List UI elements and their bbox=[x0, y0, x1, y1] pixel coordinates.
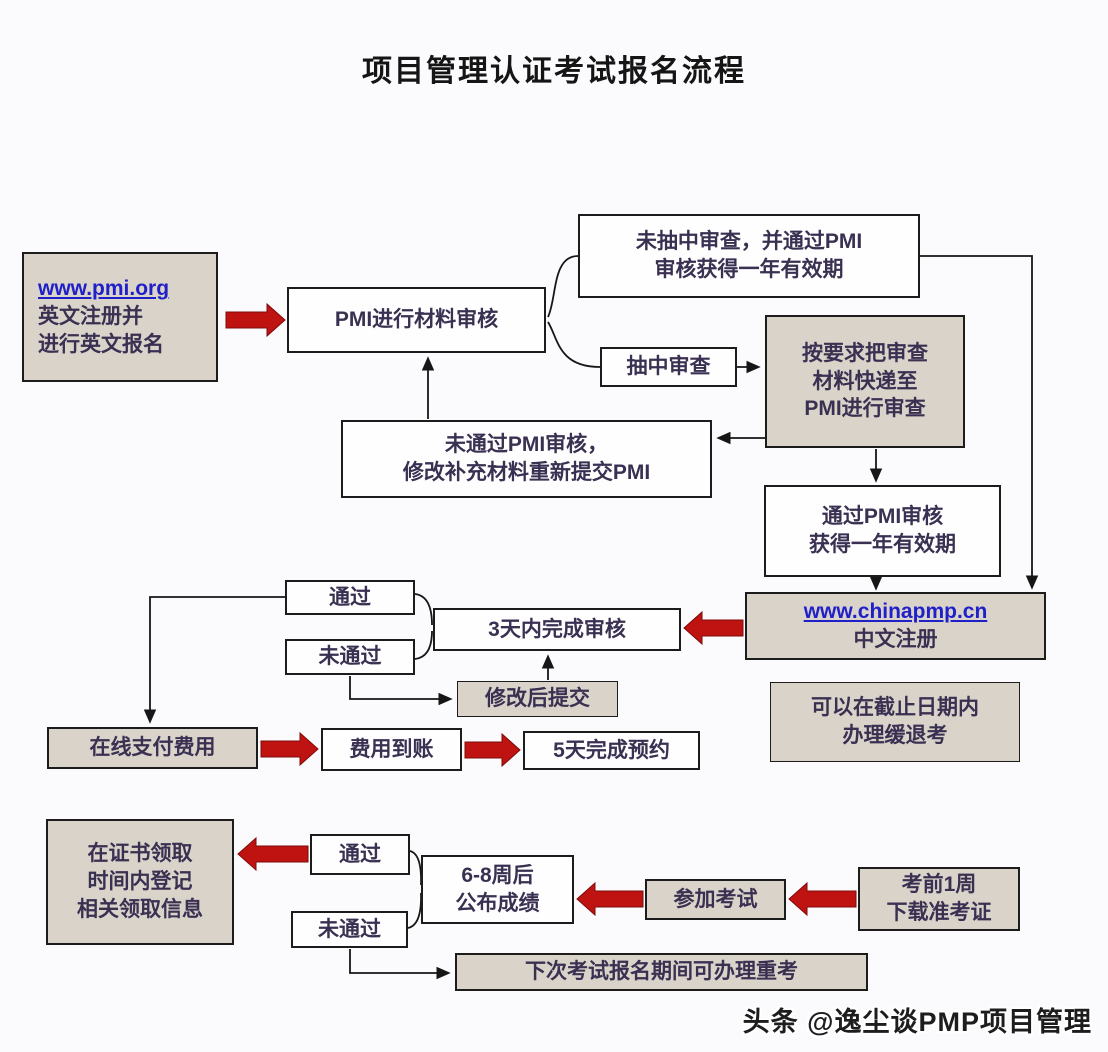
brace-mid-results bbox=[414, 630, 433, 660]
node-fail-pmi: 未通过PMI审核， 修改补充材料重新提交PMI bbox=[341, 420, 712, 498]
node-line: 时间内登记 bbox=[87, 870, 193, 894]
red-arrow-exam-score bbox=[576, 881, 644, 917]
node-line: 相关领取信息 bbox=[77, 897, 203, 921]
node-line: 下次考试报名期间可办理重考 bbox=[525, 960, 798, 984]
node-line: 进行英文报名 bbox=[38, 332, 164, 356]
brace-review-branches bbox=[547, 255, 579, 318]
node-pmi-org: www.pmi.org 英文注册并 进行英文报名 bbox=[22, 252, 218, 382]
node-chinapmp: www.chinapmp.cn 中文注册 bbox=[745, 592, 1046, 660]
node-five-days: 5天完成预约 bbox=[523, 731, 700, 770]
node-pmi-review: PMI进行材料审核 bbox=[287, 287, 546, 353]
node-cert: 在证书领取 时间内登记 相关领取信息 bbox=[46, 819, 234, 945]
node-line: 英文注册并 bbox=[38, 305, 143, 329]
node-pass-mid: 通过 bbox=[285, 580, 415, 615]
node-line: 抽中审查 bbox=[626, 355, 711, 379]
connector-failmid-resubmit bbox=[349, 676, 453, 706]
node-line: 办理缓退考 bbox=[842, 724, 948, 747]
brace-bottom-results bbox=[409, 850, 422, 886]
node-pay: 在线支付费用 bbox=[47, 727, 258, 769]
node-resubmit: 修改后提交 bbox=[457, 681, 618, 717]
page-title: 项目管理认证考试报名流程 bbox=[362, 55, 746, 88]
node-line: 获得一年有效期 bbox=[809, 533, 956, 556]
node-line: 5天完成预约 bbox=[553, 738, 670, 762]
node-line: PMI进行材料审核 bbox=[334, 308, 499, 332]
node-courier: 按要求把审查 材料快递至 PMI进行审查 bbox=[765, 315, 965, 448]
node-line: 考前1周 bbox=[901, 873, 977, 897]
node-defer: 可以在截止日期内 办理缓退考 bbox=[770, 682, 1020, 762]
node-line: 通过 bbox=[339, 842, 381, 866]
brace-mid-results bbox=[414, 593, 433, 626]
node-score: 6-8周后 公布成绩 bbox=[421, 855, 574, 924]
node-line: 通过 bbox=[329, 585, 371, 609]
node-three-days: 3天内完成审核 bbox=[433, 608, 681, 651]
node-fail-mid: 未通过 bbox=[285, 639, 415, 675]
watermark-text: 头条 @逸尘谈PMP项目管理 bbox=[742, 1007, 1092, 1037]
red-arrow-passbottom-cert bbox=[237, 836, 309, 872]
node-line: 未抽中审查，并通过PMI bbox=[635, 230, 863, 254]
node-line: 修改后提交 bbox=[485, 687, 590, 711]
node-line: 6-8周后 bbox=[461, 863, 534, 887]
node-line: 通过PMI审核 bbox=[821, 505, 944, 529]
red-arrow-pay-fee bbox=[260, 731, 319, 767]
node-line: 审核获得一年有效期 bbox=[654, 258, 844, 281]
node-selected: 抽中审查 bbox=[600, 347, 737, 387]
node-line: 下载准考证 bbox=[886, 901, 992, 924]
chinapmp-link: www.chinapmp.cn bbox=[803, 600, 988, 624]
node-line: 材料快递至 bbox=[812, 369, 918, 393]
red-arrow-pmiorg-review bbox=[225, 302, 286, 338]
node-line: 参加考试 bbox=[673, 887, 758, 911]
node-line: 可以在截止日期内 bbox=[811, 696, 979, 720]
node-retake: 下次考试报名期间可办理重考 bbox=[455, 953, 868, 991]
node-admit: 考前1周 下载准考证 bbox=[858, 867, 1020, 931]
node-line: 修改补充材料重新提交PMI bbox=[402, 461, 651, 484]
node-line: 在线支付费用 bbox=[89, 736, 216, 760]
pmi-org-link: www.pmi.org bbox=[38, 277, 170, 301]
connector-failbottom-retake bbox=[349, 949, 451, 980]
node-pass-pmi: 通过PMI审核 获得一年有效期 bbox=[764, 485, 1001, 577]
red-arrow-fee-fivedays bbox=[464, 732, 521, 768]
node-fail-bottom: 未通过 bbox=[291, 911, 408, 948]
connector-notselected-chinapmp bbox=[920, 255, 1039, 590]
node-line: PMI进行审查 bbox=[804, 397, 926, 421]
node-exam: 参加考试 bbox=[645, 879, 786, 920]
red-arrow-chinapmp-threedays bbox=[683, 610, 744, 646]
connector-passmid-pay bbox=[143, 596, 285, 724]
node-line: 按要求把审查 bbox=[802, 341, 928, 365]
red-arrow-admit-exam bbox=[788, 881, 857, 917]
node-line: 公布成绩 bbox=[455, 891, 540, 915]
brace-bottom-results bbox=[407, 892, 422, 929]
node-line: 未通过 bbox=[318, 917, 381, 941]
node-fee: 费用到账 bbox=[321, 728, 462, 771]
node-not-selected: 未抽中审查，并通过PMI 审核获得一年有效期 bbox=[578, 214, 920, 298]
brace-review-branches bbox=[547, 321, 601, 368]
node-line: 未通过 bbox=[318, 645, 382, 669]
node-line: 3天内完成审核 bbox=[488, 617, 626, 641]
node-line: 未通过PMI审核， bbox=[444, 433, 609, 457]
node-line: 在证书领取 bbox=[87, 842, 193, 866]
node-pass-bottom: 通过 bbox=[310, 834, 410, 875]
node-line: 费用到账 bbox=[349, 737, 434, 761]
node-line: 中文注册 bbox=[853, 628, 938, 651]
